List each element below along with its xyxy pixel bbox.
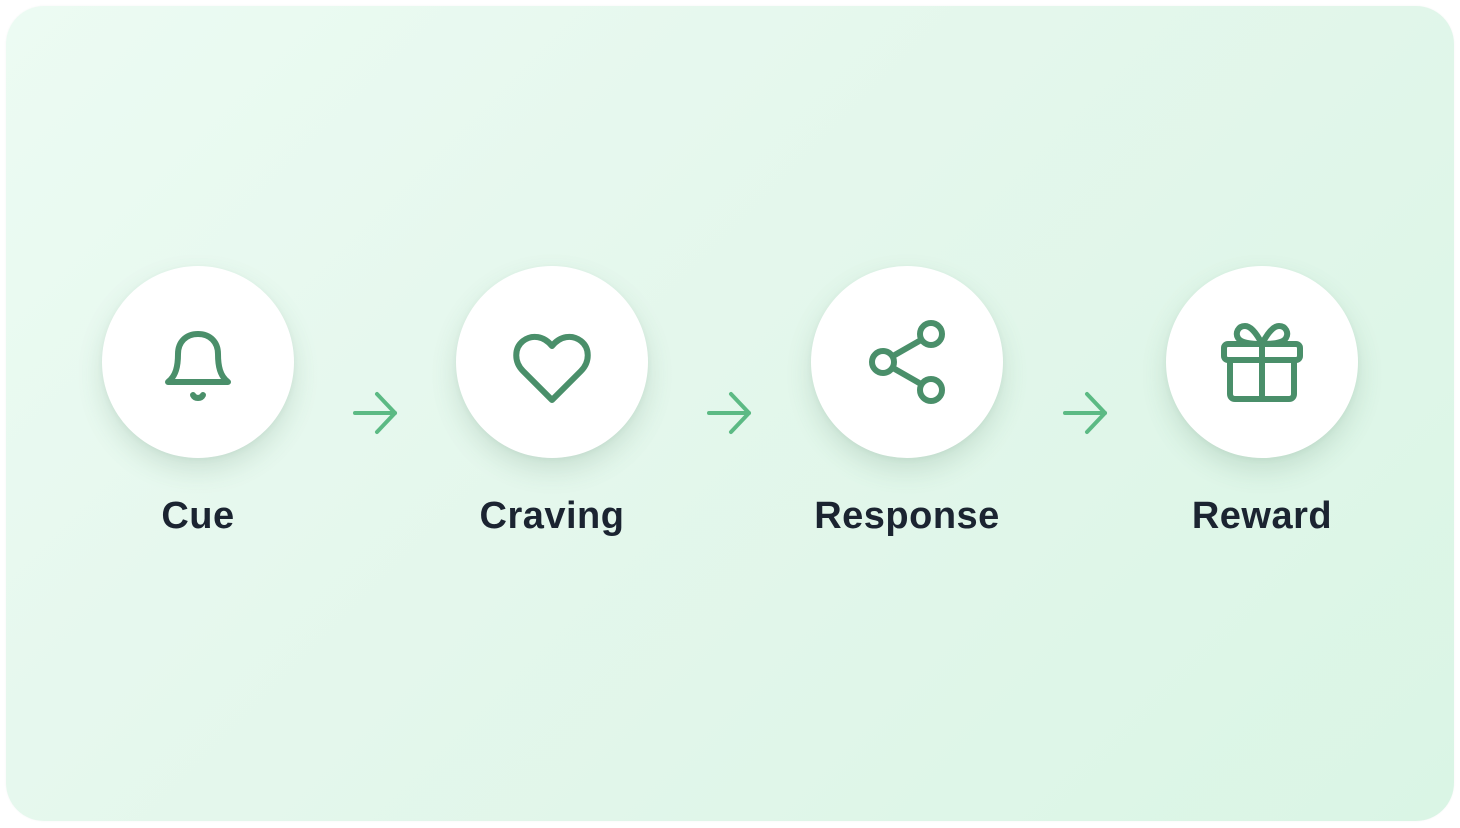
craving-label: Craving: [479, 495, 625, 537]
step-response: Response: [757, 0, 1057, 828]
cue-label: Cue: [161, 495, 235, 537]
step-cue: Cue: [48, 0, 348, 828]
bell-icon: [165, 331, 231, 401]
gift-icon: [1221, 323, 1303, 402]
reward-circle: [1166, 266, 1358, 458]
response-circle: [811, 266, 1003, 458]
heart-icon: [513, 333, 591, 403]
step-craving: Craving: [402, 0, 702, 828]
arrow-icon: [706, 389, 756, 437]
response-label: Response: [814, 495, 1000, 537]
cue-circle: [102, 266, 294, 458]
arrow-icon: [352, 389, 402, 437]
reward-label: Reward: [1191, 495, 1333, 537]
step-reward: Reward: [1112, 0, 1412, 828]
arrow-icon: [1062, 389, 1112, 437]
craving-circle: [456, 266, 648, 458]
share-icon: [869, 320, 945, 404]
